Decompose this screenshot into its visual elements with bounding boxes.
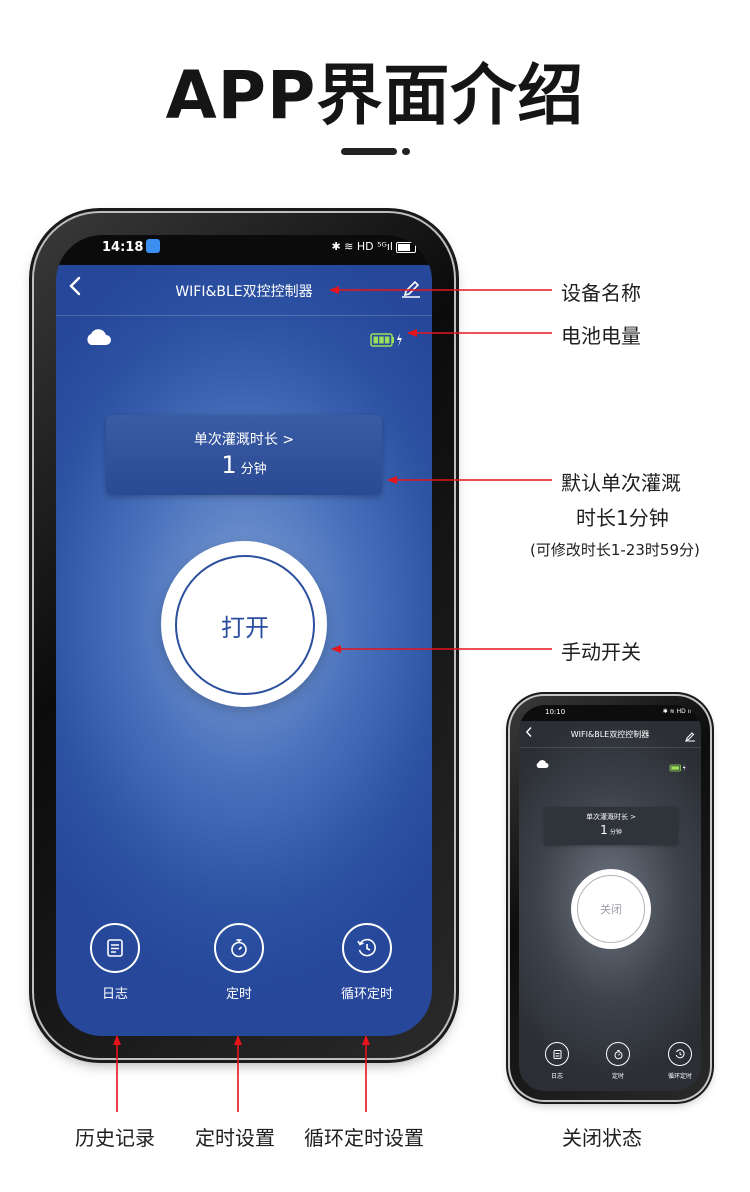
status-time: 14:18 <box>102 240 144 255</box>
status-bar-small: 10:10 ✱ ≋ HD ıl <box>519 705 701 721</box>
edit-icon <box>685 732 695 742</box>
chevron-left-icon <box>69 276 81 296</box>
bottom-nav-log-label: 日志 <box>101 987 128 1002</box>
log-icon <box>545 1042 569 1066</box>
bottom-nav-timer-small[interactable]: 定时 <box>593 1042 643 1080</box>
nav-bar: WIFI&BLE双控控制器 <box>56 265 432 316</box>
power-button-label: 打开 <box>175 555 315 695</box>
callout-device-name: 设备名称 <box>561 281 641 305</box>
status-icons-small: ✱ ≋ HD ıl <box>662 708 691 715</box>
cycle-timer-icon <box>342 923 392 973</box>
cloud-icon <box>84 327 112 351</box>
timer-icon <box>606 1042 630 1066</box>
power-toggle-button-small[interactable]: 关闭 <box>571 869 651 949</box>
nav-bar-small: WIFI&BLE双控控制器 <box>519 721 701 748</box>
bottom-nav-cycle-timer-label-small: 循环定时 <box>667 1073 692 1080</box>
status-time-small: 10:10 <box>545 708 566 716</box>
edit-button-small[interactable] <box>684 727 695 742</box>
back-button-small[interactable] <box>525 726 533 741</box>
irrigation-duration-label-small: 单次灌溉时长 > <box>585 813 637 821</box>
edit-button[interactable] <box>400 277 420 298</box>
bottom-nav-timer[interactable]: 定时 <box>194 923 284 1002</box>
app-screen-on: 14:18 ✱ ≋ HD ⁵ᴳıl WIFI&BLE双控控制器 单次灌溉时长 >… <box>56 235 432 1036</box>
phone-off-state: 10:10 ✱ ≋ HD ıl WIFI&BLE双控控制器 单次灌溉时长 > 1… <box>510 696 710 1100</box>
bottom-nav-timer-label: 定时 <box>225 987 252 1002</box>
bottom-nav-timer-label-small: 定时 <box>611 1073 624 1080</box>
callout-default-duration-1: 默认单次灌溉 <box>561 471 681 495</box>
callout-battery: 电池电量 <box>561 324 641 348</box>
back-button[interactable] <box>68 275 82 303</box>
edit-icon <box>402 280 420 298</box>
battery-level-icon <box>669 757 687 776</box>
device-name: WIFI&BLE双控控制器 <box>175 284 313 300</box>
cycle-timer-icon <box>668 1042 692 1066</box>
callout-cycle-timer-setting: 循环定时设置 <box>304 1126 424 1150</box>
bottom-nav-log[interactable]: 日志 <box>70 923 160 1002</box>
page-title: APP界面介绍 <box>165 57 585 134</box>
app-screen-off: 10:10 ✱ ≋ HD ıl WIFI&BLE双控控制器 单次灌溉时长 > 1… <box>519 705 701 1091</box>
chevron-left-icon <box>525 727 532 737</box>
bottom-nav-log-small[interactable]: 日志 <box>532 1042 582 1080</box>
bottom-nav-cycle-timer-small[interactable]: 循环定时 <box>655 1042 701 1080</box>
callout-default-duration-2: 时长1分钟 <box>576 506 669 530</box>
bottom-nav-cycle-timer-label: 循环定时 <box>340 987 393 1002</box>
status-bar: 14:18 ✱ ≋ HD ⁵ᴳıl <box>56 235 432 265</box>
app-notification-icon <box>146 239 160 253</box>
bottom-nav-cycle-timer[interactable]: 循环定时 <box>322 923 412 1002</box>
battery-level-icon <box>370 332 404 352</box>
timer-icon <box>214 923 264 973</box>
power-button-label-small: 关闭 <box>577 875 645 943</box>
log-icon <box>90 923 140 973</box>
device-name-small: WIFI&BLE双控控制器 <box>570 730 650 739</box>
callout-history: 历史记录 <box>75 1126 155 1150</box>
cloud-icon <box>535 754 549 773</box>
phone-main: 14:18 ✱ ≋ HD ⁵ᴳıl WIFI&BLE双控控制器 单次灌溉时长 >… <box>34 213 454 1058</box>
irrigation-duration-label: 单次灌溉时长 > <box>193 432 295 448</box>
callout-manual-switch: 手动开关 <box>561 640 641 664</box>
title-underline-dot <box>402 148 410 155</box>
callout-timer-setting: 定时设置 <box>195 1126 275 1150</box>
callout-default-duration-note: (可修改时长1-23时59分) <box>530 541 700 559</box>
status-battery-icon <box>396 241 416 253</box>
status-icons: ✱ ≋ HD ⁵ᴳıl <box>331 240 416 253</box>
callout-off-state: 关闭状态 <box>562 1126 642 1150</box>
title-underline-long <box>341 148 397 155</box>
bottom-nav-log-label-small: 日志 <box>550 1073 563 1080</box>
power-toggle-button[interactable]: 打开 <box>161 541 327 707</box>
